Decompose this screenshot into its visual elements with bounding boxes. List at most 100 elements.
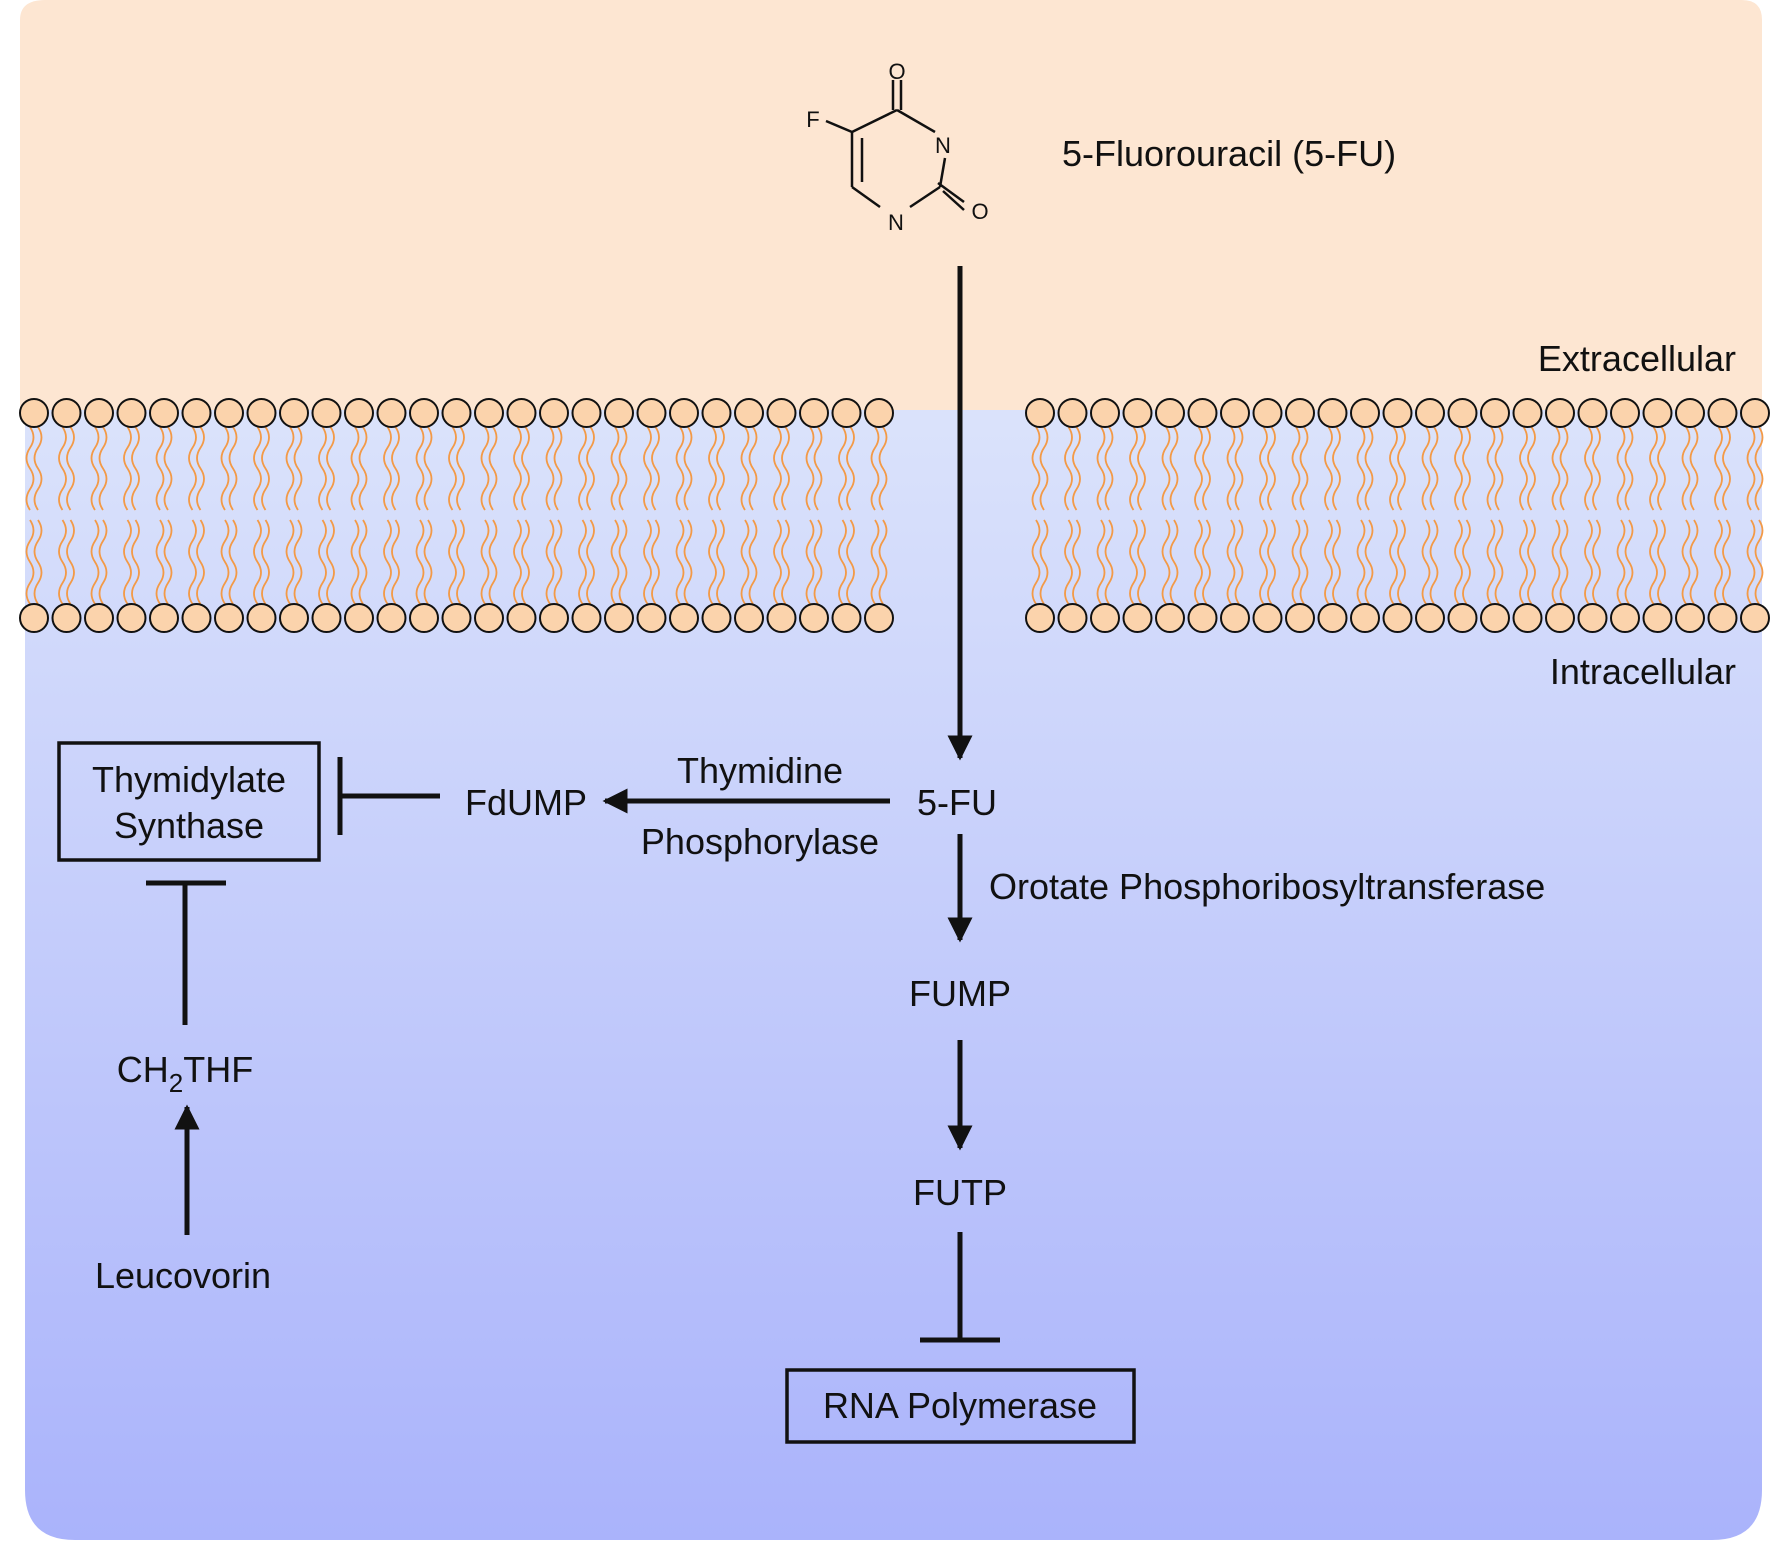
lipid-head (1740, 398, 1770, 428)
lipid-tail (1104, 519, 1114, 605)
lipid-head (1252, 398, 1283, 428)
extracellular-label: Extracellular (1538, 338, 1736, 379)
lipid-head (214, 398, 244, 428)
lipid-head (1382, 603, 1413, 633)
lipid-tail (838, 519, 847, 605)
lipid-tail (1714, 426, 1723, 511)
lipid-tail (448, 426, 457, 511)
lipid-tail (1616, 426, 1626, 511)
lipid-tail (90, 426, 100, 511)
lipid-head (1382, 398, 1413, 428)
lipid-tail (1031, 519, 1041, 605)
lipid-tail (1746, 426, 1756, 511)
lipid-tail (878, 519, 888, 605)
lipid-tail (1259, 426, 1268, 511)
lipid-tail (1364, 519, 1374, 605)
lipid-tail (1234, 426, 1244, 511)
lipid-tail (1462, 426, 1471, 511)
lipid-tail (456, 426, 465, 511)
lipid-tail (98, 519, 108, 605)
lipid-head (1220, 603, 1250, 633)
lipid-tail (1421, 519, 1431, 605)
lipid-head (1025, 398, 1055, 428)
lipid-tail (618, 426, 628, 511)
lipid-head (799, 603, 829, 633)
lipid-tail (1454, 426, 1463, 511)
lipid-tail (33, 426, 43, 511)
lipid-head (669, 603, 699, 633)
lipid-tail (748, 519, 758, 605)
node-futp: FUTP (913, 1172, 1007, 1213)
lipid-tail (813, 519, 823, 605)
lipid-tail (805, 426, 815, 511)
lipid-tail (326, 426, 335, 511)
lipid-tail (220, 519, 230, 605)
lipid-tail (228, 519, 238, 605)
lipid-tail (1486, 426, 1496, 511)
lipid-tail (66, 426, 75, 511)
lipid-head (279, 603, 309, 633)
lipid-tail (98, 426, 108, 511)
lipid-tail (1429, 426, 1439, 511)
lipid-tail (58, 519, 67, 605)
lipid-head (734, 398, 764, 428)
lipid-head (181, 398, 212, 428)
lipid-tail (553, 519, 563, 605)
lipid-tail (553, 426, 563, 511)
lipid-head (539, 603, 569, 633)
lipid-tail (1624, 426, 1634, 511)
lipid-head (1317, 603, 1348, 633)
molecule-name: 5-Fluorouracil (5-FU) (1062, 133, 1396, 174)
lipid-head (571, 603, 602, 633)
lipid-tail (1722, 426, 1731, 511)
lipid-tail (480, 426, 490, 511)
lipid-tail (1356, 426, 1366, 511)
lipid-tail (618, 519, 628, 605)
lipid-tail (838, 426, 847, 511)
node-fump: FUMP (909, 973, 1011, 1014)
lipid-tail (1559, 519, 1569, 605)
lipid-tail (1429, 519, 1439, 605)
lipid-tail (1689, 519, 1699, 605)
lipid-head (441, 603, 472, 633)
lipid-head (1122, 398, 1153, 428)
lipid-tail (261, 519, 270, 605)
lipid-head (1057, 398, 1088, 428)
lipid-tail (1657, 426, 1666, 511)
lipid-tail (285, 519, 295, 605)
lipid-head (506, 398, 537, 428)
intracellular-label: Intracellular (1550, 651, 1736, 692)
lipid-tail (1104, 426, 1114, 511)
lipid-tail (391, 426, 400, 511)
lipid-head (1155, 398, 1185, 428)
lipid-tail (188, 519, 197, 605)
lipid-head (84, 603, 114, 633)
lipid-tail (521, 426, 530, 511)
lipid-tail (773, 519, 782, 605)
lipid-head (701, 398, 732, 428)
lipid-tail (578, 426, 587, 511)
lipid-head (1025, 603, 1055, 633)
lipid-tail (488, 519, 498, 605)
lipid-tail (610, 519, 620, 605)
lipid-tail (513, 519, 522, 605)
lipid-tail (1592, 519, 1601, 605)
lipid-tail (1681, 426, 1691, 511)
lipid-tail (1657, 519, 1666, 605)
lipid-head (831, 603, 862, 633)
lipid-head (441, 398, 472, 428)
lipid-head (246, 398, 277, 428)
lipid-tail (1421, 426, 1431, 511)
lipid-tail (1072, 519, 1081, 605)
lipid-tail (716, 426, 725, 511)
lipid-head (1415, 603, 1445, 633)
lipid-tail (1226, 426, 1236, 511)
lipid-head (1610, 398, 1640, 428)
lipid-tail (253, 426, 262, 511)
lipid-head (344, 603, 374, 633)
lipid-tail (708, 426, 717, 511)
lipid-tail (350, 426, 360, 511)
lipid-tail (155, 426, 165, 511)
lipid-head (1415, 398, 1445, 428)
lipid-tail (25, 426, 35, 511)
